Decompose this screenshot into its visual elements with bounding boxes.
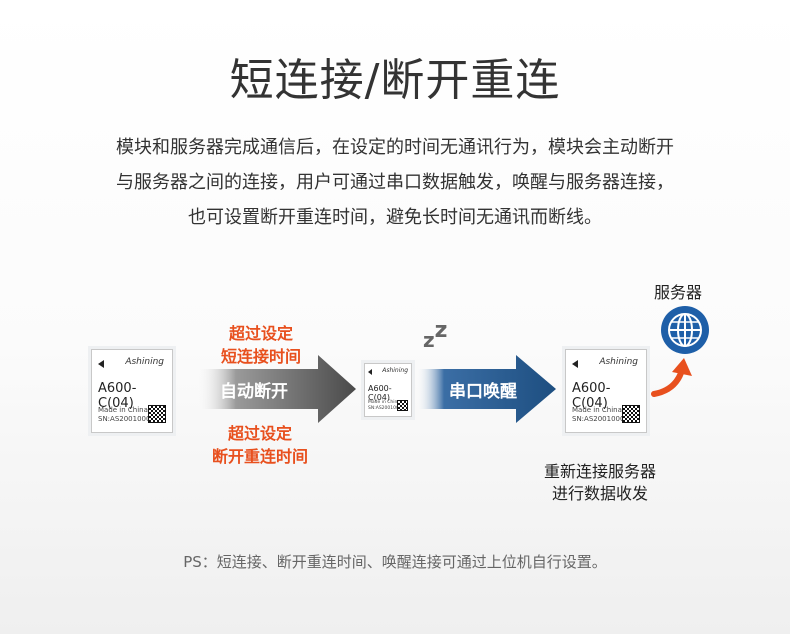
page-title: 短连接/断开重连 <box>0 44 790 108</box>
module-brand: Ashining <box>599 357 638 367</box>
description-line-1: 模块和服务器完成通信后，在设定的时间无通讯行为，模块会主动断开 <box>0 133 790 159</box>
footnote: PS：短连接、断开重连时间、唤醒连接可通过上位机自行设置。 <box>0 551 790 572</box>
server-label: 服务器 <box>654 279 702 303</box>
qr-code-icon <box>622 405 640 423</box>
auto-disconnect-label: 自动断开 <box>206 377 302 402</box>
module-brand: Ashining <box>382 367 408 374</box>
reconnect-time-caption: 超过设定断开重连时间 <box>195 422 325 468</box>
sleep-icon: zz <box>423 318 447 348</box>
pin-marker-icon <box>572 360 578 368</box>
reconnect-caption: 重新连接服务器进行数据收发 <box>520 461 680 505</box>
qr-code-icon <box>148 405 166 423</box>
module-brand: Ashining <box>125 357 164 367</box>
short-connection-caption: 超过设定短连接时间 <box>205 322 317 368</box>
serial-wakeup-label: 串口唤醒 <box>438 377 528 402</box>
globe-icon <box>658 303 712 357</box>
connect-arrow-icon <box>650 356 700 400</box>
description-line-2: 与服务器之间的连接，用户可通过串口数据触发，唤醒与服务器连接， <box>0 168 790 194</box>
pin-marker-icon <box>98 360 104 368</box>
pin-marker-icon <box>368 369 372 375</box>
qr-code-icon <box>397 400 408 411</box>
description-line-3: 也可设置断开重连时间，避免长时间无通讯而断线。 <box>0 203 790 229</box>
